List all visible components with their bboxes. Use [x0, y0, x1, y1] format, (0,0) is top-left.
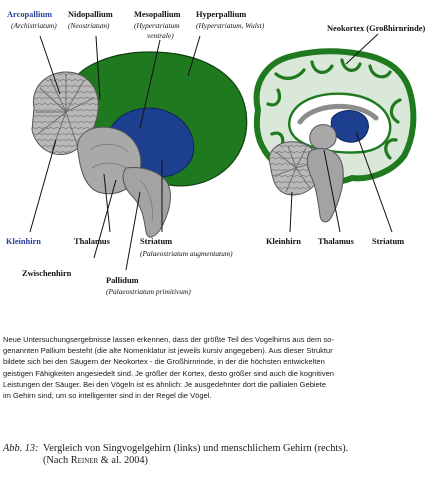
explanation-paragraph: Neue Untersuchungsergebnisse lassen erke…: [3, 334, 433, 401]
label-nidopallium: Nidopallium: [68, 10, 113, 19]
label-human-kleinhirn: Kleinhirn: [266, 237, 301, 246]
figure-caption: Abb. 13: Vergleich von Singvogelgehirn (l…: [3, 443, 433, 468]
paragraph-line: genannten Pallium besteht (die alte Nome…: [3, 346, 333, 356]
paragraph-line: Leistungen der Säuger. Bei den Vögeln is…: [3, 379, 327, 389]
label-human-striatum: Striatum: [372, 237, 404, 246]
bird-brainstem: [122, 167, 171, 238]
label-hyperpallium: Hyperpallium: [196, 10, 246, 19]
label-zwischenhirn: Zwischenhirn: [22, 269, 72, 278]
caption-line-1: Vergleich von Singvogelgehirn (links) un…: [43, 443, 349, 454]
brain-comparison-figure: Arcopallium (Archistriatum) Nidopallium …: [6, 10, 425, 296]
human-thalamus: [309, 124, 337, 150]
label-pallidum: Pallidum: [106, 276, 139, 285]
label-arcopallium-old: (Archistriatum): [11, 21, 57, 30]
caption-label: Abb. 13:: [3, 443, 39, 454]
label-bird-striatum-old: (Palaeostriatum augmentatum): [140, 249, 233, 258]
caption-line-2-prefix: (Nach: [43, 455, 71, 467]
paragraph-line: im Gehirn sind, um so intelligenter sind…: [3, 391, 212, 401]
label-hyperpallium-old: (Hyperstriatum, Wulst): [196, 21, 265, 30]
paragraph-line: bildete sich bei den Säugern der Neokort…: [3, 357, 325, 367]
label-bird-thalamus: Thalamus: [74, 237, 111, 246]
label-arcopallium: Arcopallium: [7, 10, 52, 19]
label-neokortex: Neokortex (Großhirnrinde): [327, 24, 425, 33]
paragraph-line: geistigen Fähigkeiten angesiedelt sind. …: [3, 368, 334, 378]
label-bird-striatum: Striatum: [140, 237, 172, 246]
label-mesopallium: Mesopallium: [134, 10, 181, 19]
bird-brain-drawing: Arcopallium (Archistriatum) Nidopallium …: [6, 10, 265, 296]
label-human-thalamus: Thalamus: [318, 237, 355, 246]
label-pallidum-old: (Palaeostriatum primitivum): [106, 287, 191, 296]
paragraph-line: Neue Untersuchungsergebnisse lassen erke…: [3, 335, 334, 344]
caption-author: Reiner: [70, 455, 99, 467]
label-mesopallium-old: (Hyperstriatum: [134, 21, 180, 30]
human-brain-drawing: Neokortex (Großhirnrinde) Kleinhirn Thal…: [253, 24, 425, 246]
caption-line-2-suffix: & al. 2004): [98, 455, 148, 467]
label-nidopallium-old: (Neostriatum): [68, 21, 110, 30]
label-mesopallium-old-2: ventrale): [147, 31, 174, 40]
label-bird-kleinhirn: Kleinhirn: [6, 237, 41, 246]
